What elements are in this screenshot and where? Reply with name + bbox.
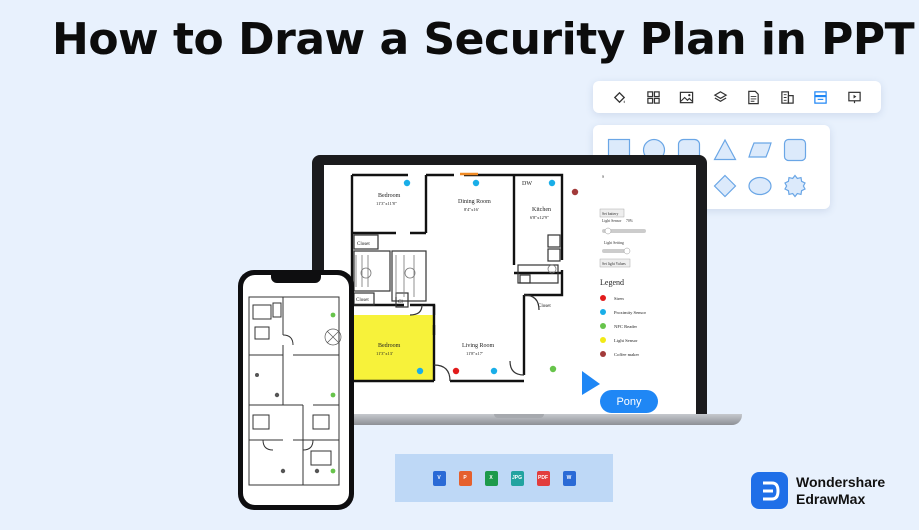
shape-triangle[interactable]: [712, 138, 737, 162]
set-battery-button[interactable]: [599, 208, 625, 218]
presentation-icon[interactable]: [844, 87, 864, 107]
shape-rounded-rectangle[interactable]: [783, 138, 807, 162]
collaborator-tag: Pony: [600, 390, 658, 413]
room-label-bedroom-top: Bedroom: [378, 193, 401, 199]
light-setting-slider[interactable]: [602, 249, 630, 253]
export-powerpoint-icon[interactable]: P: [458, 470, 472, 486]
pointer-icon: [582, 371, 600, 395]
export-pdf-icon[interactable]: PDF: [536, 470, 550, 486]
export-visio-icon[interactable]: V: [432, 470, 446, 486]
laptop: Bedroom 11'3"x11'8" Dining Room 8'4"x16'…: [312, 155, 707, 416]
legend-swatch-light: [600, 337, 606, 343]
room-size-bedroom-bottom: 11'3"x13': [376, 351, 393, 356]
shape-parallelogram[interactable]: [747, 138, 772, 162]
phone-screen[interactable]: [243, 275, 349, 505]
export-excel-icon[interactable]: X: [484, 470, 498, 486]
nfc-reader-marker[interactable]: [549, 365, 557, 373]
proximity-sensor-marker[interactable]: [548, 179, 556, 187]
floor-plan-drawing: Bedroom 11'3"x11'8" Dining Room 8'4"x16'…: [350, 172, 647, 383]
legend-label-proximity: Proximity Sensor: [614, 310, 647, 315]
light-setting-slider-handle[interactable]: [623, 247, 631, 255]
edrawmax-logo-icon: [751, 472, 788, 509]
legend-title: Legend: [600, 278, 624, 287]
light-sensor-label: Light Sensor: [602, 219, 622, 223]
library-icon[interactable]: [811, 87, 831, 107]
grid-icon[interactable]: [643, 87, 663, 107]
legend-label-siren: Siren: [614, 296, 624, 301]
phone: [238, 270, 354, 510]
page-icon[interactable]: [744, 87, 764, 107]
coffee-maker-marker[interactable]: [571, 188, 579, 196]
legend-label-nfc: NFC Reader: [614, 324, 638, 329]
light-sensor-value: 70%: [626, 219, 634, 223]
closet-label-mid: Closet: [356, 298, 369, 303]
set-battery-label: Set battery: [602, 212, 618, 216]
brand: Wondershare EdrawMax: [751, 472, 885, 509]
closet-label-top: Closet: [357, 242, 370, 247]
room-label-kitchen: Kitchen: [532, 207, 551, 213]
legend-swatch-nfc: [600, 323, 606, 329]
phone-floor-plan: [248, 296, 342, 486]
proximity-sensor-marker[interactable]: [416, 367, 424, 375]
export-formats-bar: V P X JPG PDF W: [395, 454, 613, 502]
building-icon[interactable]: [777, 87, 797, 107]
right-toolbar: [593, 81, 881, 113]
page-title: How to Draw a Security Plan in PPT: [52, 14, 915, 65]
room-size-bedroom-top: 11'3"x11'8": [376, 201, 397, 206]
proximity-sensor-marker[interactable]: [472, 179, 480, 187]
shape-diamond[interactable]: [713, 174, 737, 198]
legend: Siren Proximity Sensor NFC Reader Light …: [600, 295, 647, 357]
room-size-living: 11'8"x17': [466, 351, 483, 356]
room-size-dining: 8'4"x16': [464, 207, 479, 212]
legend-label-coffee: Coffee maker: [614, 352, 640, 357]
shape-seal[interactable]: [783, 174, 807, 198]
control-indicator: S: [602, 175, 604, 179]
proximity-sensor-marker[interactable]: [403, 179, 411, 187]
legend-swatch-siren: [600, 295, 606, 301]
layers-icon[interactable]: [710, 87, 730, 107]
export-word-icon[interactable]: W: [562, 470, 576, 486]
brand-line-1: Wondershare: [796, 473, 886, 490]
legend-swatch-coffee: [600, 351, 606, 357]
light-sensor-slider[interactable]: [602, 229, 646, 233]
laptop-base: [330, 414, 742, 425]
fill-bucket-icon[interactable]: [610, 87, 630, 107]
room-label-living: Living Room: [462, 343, 495, 349]
legend-swatch-proximity: [600, 309, 606, 315]
proximity-sensor-marker[interactable]: [490, 367, 498, 375]
legend-label-light: Light Sensor: [614, 338, 638, 343]
floor-plan-canvas[interactable]: Bedroom 11'3"x11'8" Dining Room 8'4"x16'…: [324, 165, 696, 414]
light-sensor-slider-handle[interactable]: [604, 227, 612, 235]
export-jpg-icon[interactable]: JPG: [510, 470, 524, 486]
room-label-dining: Dining Room: [458, 199, 491, 205]
room-label-bedroom-bottom: Bedroom: [378, 343, 401, 349]
brand-line-2: EdrawMax: [796, 490, 866, 507]
siren-marker[interactable]: [452, 367, 460, 375]
closet-label-right: Closet: [538, 304, 551, 309]
room-size-kitchen: 6'8"x12'9": [530, 215, 549, 220]
laptop-notch: [494, 414, 544, 418]
cl-label: Cl: [398, 300, 403, 305]
image-icon[interactable]: [677, 87, 697, 107]
shape-ellipse[interactable]: [748, 174, 772, 198]
light-setting-label: Light Setting: [604, 241, 624, 245]
dw-label: DW: [522, 181, 532, 187]
set-light-values-label: Set light Values: [602, 262, 626, 266]
phone-notch: [271, 275, 321, 283]
set-light-values-button[interactable]: [599, 258, 631, 268]
